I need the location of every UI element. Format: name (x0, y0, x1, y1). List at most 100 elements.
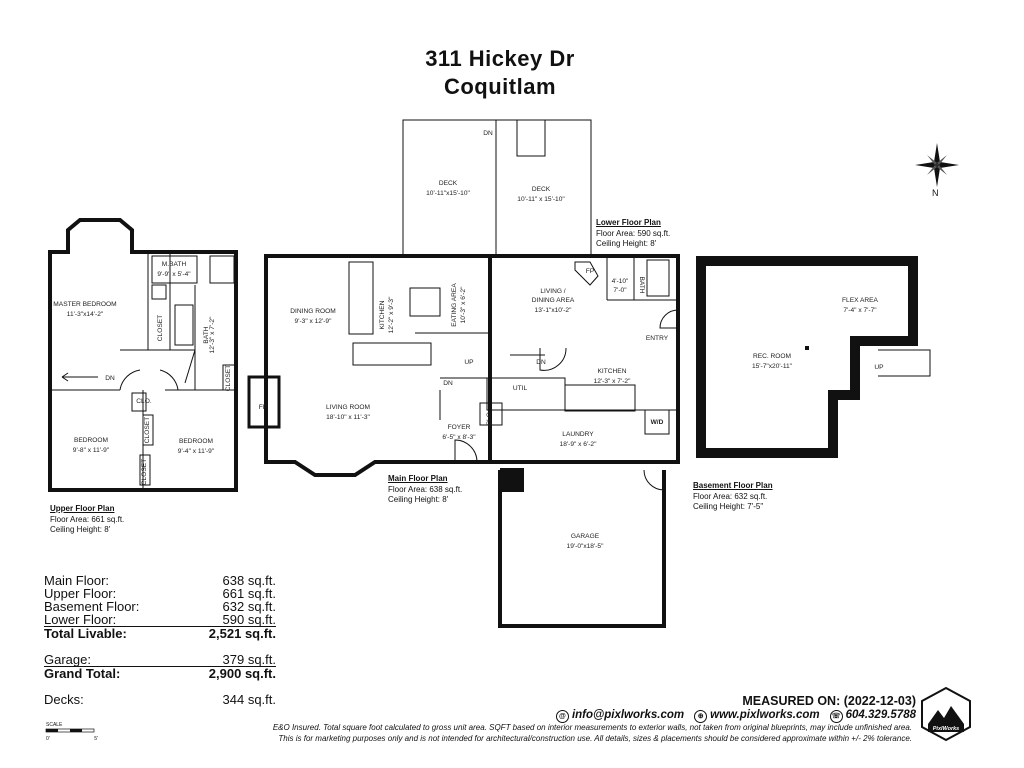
rec-room-size: 15'-7"x20'-11" (752, 363, 793, 370)
lower-kitchen-size: 12'-3" x 7'-2" (594, 378, 632, 385)
decks (402, 119, 592, 256)
main-dn-label: DN (443, 380, 453, 387)
rec-room-label: REC. ROOM (753, 353, 791, 360)
phone-icon: ☏ (829, 710, 843, 723)
email-link[interactable]: info@pixlworks.com (571, 709, 685, 721)
living-dining-label-1: LIVING / (540, 288, 565, 295)
garage-size: 19'-0"x18'-5" (567, 543, 605, 550)
contact-info: @info@pixlworks.com ⊕www.pixlworks.com ☏… (555, 709, 916, 723)
lower-kitchen-label: KITCHEN (598, 368, 627, 375)
city-title: Coquitlam (443, 74, 557, 99)
main-floor-title: Main Floor Plan (388, 474, 448, 483)
upper-floor-plan: MASTER BEDROOM 11'-3"x14'-2" M.BATH 9'-9… (48, 218, 238, 492)
entry-label: ENTRY (646, 335, 669, 342)
main-kitchen-label: KITCHEN (379, 300, 386, 329)
deck-1-size: 10'-11"x15'-10" (426, 190, 470, 197)
washer-dryer-label: W/D (651, 419, 664, 426)
area-totals: Main Floor:638 sq.ft. Upper Floor:661 sq… (44, 574, 276, 706)
totals-row: Decks:344 sq.ft. (44, 692, 276, 707)
main-clo-label: CLO. (486, 410, 493, 426)
lower-floor-title: Lower Floor Plan (596, 218, 661, 227)
totals-row: Upper Floor:661 sq.ft. (44, 586, 276, 601)
basement-floor-title: Basement Floor Plan (693, 481, 773, 490)
lower-dn-label: DN (536, 359, 546, 366)
phone-link[interactable]: 604.329.5788 (845, 709, 916, 721)
lower-floor-area: Floor Area: 590 sq.ft. (596, 229, 671, 238)
compass-north-label: N (932, 188, 939, 198)
bedroom-2-label: BEDROOM (179, 438, 213, 445)
laundry-label: LAUNDRY (562, 431, 594, 438)
measured-on-date: MEASURED ON: (2022-12-03) (742, 694, 916, 708)
website-link[interactable]: www.pixlworks.com (710, 709, 820, 721)
address-title: 311 Hickey Dr (425, 46, 575, 71)
scale-bar (45, 728, 95, 733)
compass-star-icon (915, 143, 959, 187)
totals-row: Lower Floor:590 sq.ft. (44, 612, 276, 627)
globe-icon: ⊕ (694, 710, 708, 723)
totals-row: Main Floor:638 sq.ft. (44, 573, 276, 588)
totals-row: Garage:379 sq.ft. (44, 652, 276, 667)
basement-floor-height: Ceiling Height: 7'-5" (693, 502, 764, 511)
basement-floor-area: Floor Area: 632 sq.ft. (693, 492, 768, 501)
deck-2-size: 10'-11" x 15'-10" (517, 196, 565, 203)
upper-bath-label: BATH (203, 326, 210, 343)
upper-closet-label-3: CLOSET (144, 417, 151, 443)
lower-bath-dim-1: 4'-10" (612, 278, 629, 285)
main-kitchen-size: 12'-2" x 9'-3" (388, 296, 395, 334)
deck-1-label: DECK (439, 180, 458, 187)
email-icon: @ (555, 710, 569, 723)
util-label: UTIL (513, 385, 528, 392)
eating-area-size: 10'-3" x 6'-2" (460, 286, 467, 324)
dining-room-label: DINING ROOM (290, 308, 335, 315)
mbath-label: M.BATH (162, 261, 187, 268)
foyer-size: 6'-5" x 8'-3" (442, 434, 476, 441)
garage-label: GARAGE (571, 533, 600, 540)
totals-row-total-livable: Total Livable:2,521 sq.ft. (44, 626, 276, 641)
disclaimer-1: E&O Insured. Total square foot calculate… (272, 723, 912, 732)
living-dining-size: 13'-1"x10'-2" (535, 307, 573, 314)
disclaimer-2: This is for marketing purposes only and … (278, 734, 912, 743)
garage-plan: GARAGE 19'-0"x18'-5" (498, 468, 666, 628)
flex-area-label: FLEX AREA (842, 297, 879, 304)
upper-closet-label-2: CLOSET (225, 365, 232, 391)
flex-area-size: 7'-4" x 7'-7" (843, 307, 877, 314)
master-bedroom-size: 11'-3"x14'-2" (67, 311, 104, 318)
lower-bath-dim-2: 7'-0" (613, 287, 627, 294)
totals-row: Basement Floor:632 sq.ft. (44, 599, 276, 614)
lower-bath-label: BATH (638, 276, 645, 293)
eating-area-label: EATING AREA (451, 283, 458, 327)
upper-floor-title: Upper Floor Plan (50, 504, 115, 513)
main-floor-area: Floor Area: 638 sq.ft. (388, 485, 463, 494)
living-dining-label-2: DINING AREA (532, 297, 575, 304)
pixlworks-logo: PixlWorks (921, 686, 971, 742)
bedroom-1-label: BEDROOM (74, 437, 108, 444)
upper-floor-height: Ceiling Height: 8' (50, 525, 111, 534)
main-floor-height: Ceiling Height: 8' (388, 495, 449, 504)
upper-bath-size: 12'-3" x 7'-2" (209, 316, 216, 354)
deck-2-label: DECK (532, 186, 551, 193)
foyer-label: FOYER (448, 424, 471, 431)
lower-fireplace-label: FP (586, 268, 595, 275)
lower-floor-plan: LIVING / DINING AREA 13'-1"x10'-2" 4'-10… (483, 130, 680, 464)
dining-room-size: 9'-3" x 12'-9" (295, 318, 333, 325)
logo-text: PixlWorks (933, 726, 960, 732)
mbath-size: 9'-9" x 5'-4" (157, 271, 191, 278)
scale-min: 0' (46, 736, 50, 742)
basement-floor-plan: REC. ROOM 15'-7"x20'-11" FLEX AREA 7'-4"… (696, 256, 931, 458)
master-bedroom-label: MASTER BEDROOM (53, 301, 116, 308)
totals-row-grand-total: Grand Total:2,900 sq.ft. (44, 666, 276, 681)
laundry-size: 18'-9" x 6'-2" (560, 441, 598, 448)
upper-closet-label-1: CLOSET (157, 315, 164, 341)
lower-floor-height: Ceiling Height: 8' (596, 239, 657, 248)
upper-dn-label: DN (105, 375, 115, 382)
basement-up-label: UP (874, 364, 884, 371)
bedroom-2-size: 9'-4" x 11'-9" (178, 448, 215, 455)
living-room-label: LIVING ROOM (326, 404, 370, 411)
scale-labels: SCALE 0' 5' (46, 722, 98, 742)
deck-dn-label: DN (483, 130, 493, 137)
main-up-label: UP (464, 359, 474, 366)
upper-closet-label-4: CLOSET (141, 459, 148, 485)
main-floor-plan: DINING ROOM 9'-3" x 12'-9" KITCHEN 12'-2… (247, 254, 503, 477)
upper-floor-area: Floor Area: 661 sq.ft. (50, 515, 125, 524)
